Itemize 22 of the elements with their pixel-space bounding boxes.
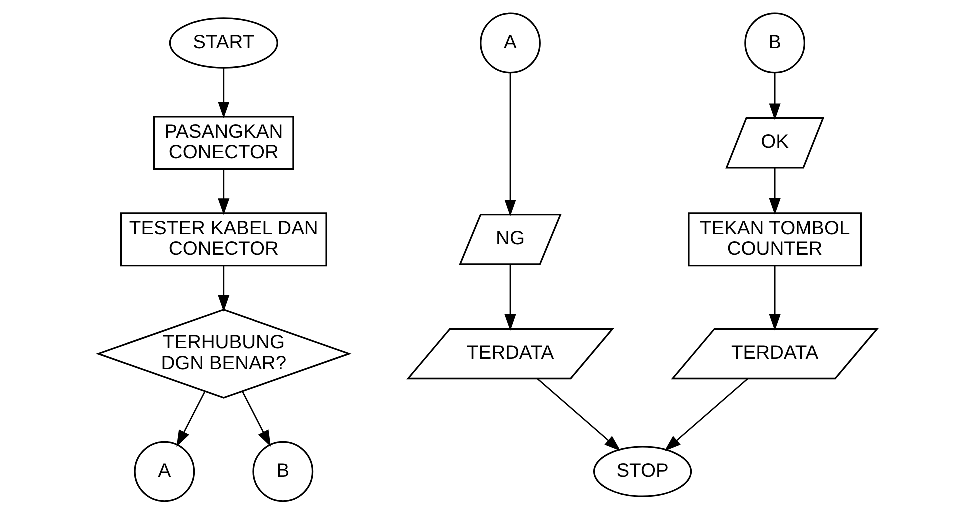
node-circle: B bbox=[252, 441, 314, 502]
node-circle: B bbox=[744, 12, 806, 74]
node-box: TEKAN TOMBOL COUNTER bbox=[688, 212, 862, 267]
node-box: PASANGKAN CONECTOR bbox=[153, 116, 294, 170]
arrow bbox=[769, 73, 781, 120]
arrow bbox=[664, 378, 748, 452]
node-circle: A bbox=[480, 12, 541, 74]
node-ellipse: START bbox=[169, 18, 278, 69]
arrow bbox=[504, 73, 516, 216]
arrow bbox=[242, 391, 272, 447]
node-diamond: TERHUBUNG DGN BENAR? bbox=[96, 308, 352, 399]
arrow bbox=[769, 266, 781, 331]
arrow bbox=[769, 168, 781, 216]
node-ellipse: STOP bbox=[593, 446, 692, 498]
arrow bbox=[176, 391, 206, 447]
arrow bbox=[218, 68, 230, 118]
arrow bbox=[218, 170, 230, 216]
arrow bbox=[218, 266, 230, 312]
node-box: TESTER KABEL DAN CONECTOR bbox=[120, 212, 328, 267]
arrow bbox=[537, 378, 621, 452]
node-circle: A bbox=[134, 441, 196, 502]
arrow bbox=[504, 264, 516, 332]
